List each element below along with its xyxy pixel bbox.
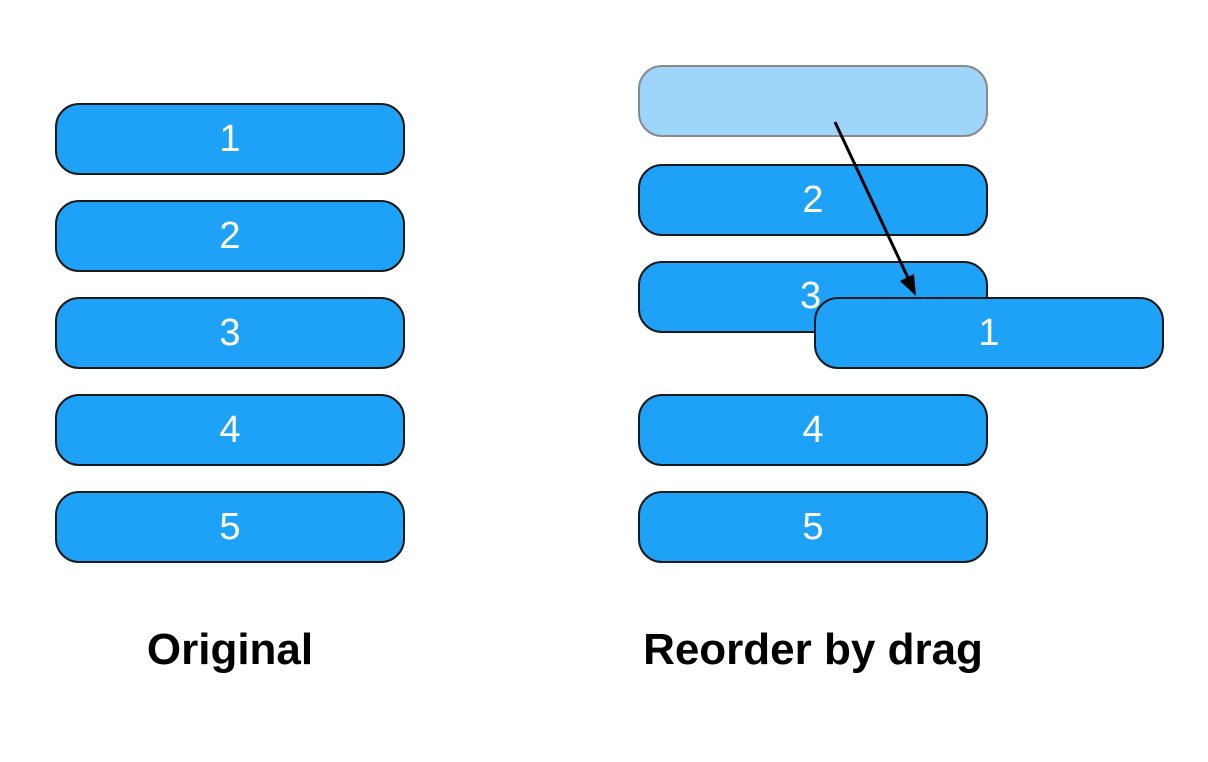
list-item[interactable]: 4 bbox=[638, 394, 988, 466]
drop-placeholder[interactable] bbox=[638, 65, 988, 137]
original-list-panel: 1 2 3 4 5 Original bbox=[0, 0, 600, 762]
original-caption: Original bbox=[146, 625, 314, 674]
list-item[interactable]: 1 bbox=[55, 103, 405, 175]
dragged-list-item[interactable]: 1 bbox=[814, 297, 1164, 369]
list-item[interactable]: 4 bbox=[55, 394, 405, 466]
list-item[interactable]: 3 bbox=[55, 297, 405, 369]
list-item[interactable]: 2 bbox=[55, 200, 405, 272]
reorder-caption: Reorder by drag bbox=[643, 625, 983, 674]
list-item[interactable]: 5 bbox=[638, 491, 988, 563]
list-item[interactable]: 5 bbox=[55, 491, 405, 563]
list-item[interactable]: 2 bbox=[638, 164, 988, 236]
